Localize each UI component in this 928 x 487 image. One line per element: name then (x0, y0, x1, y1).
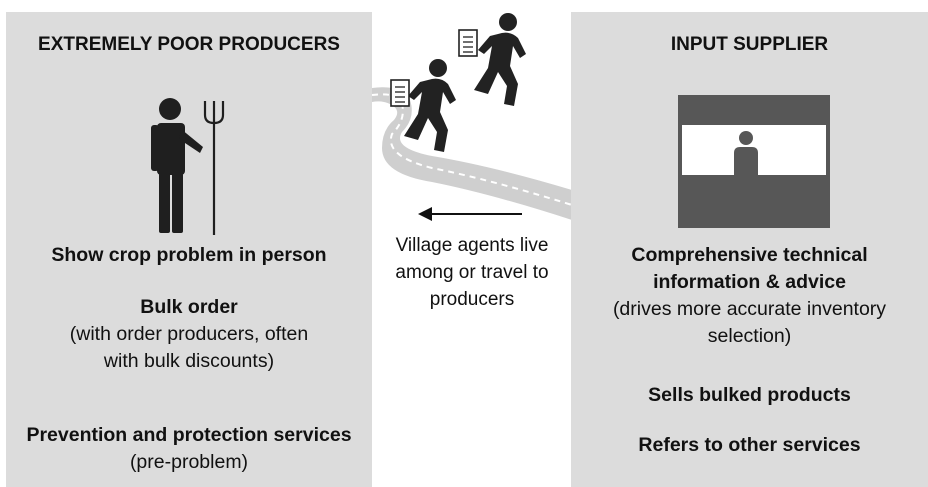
farmer-with-pitchfork-icon (151, 98, 225, 235)
refers-text: Refers to other services (638, 434, 861, 456)
walking-agent-with-clipboard-icon (390, 59, 456, 152)
prevention-bold: Prevention and protection services (26, 424, 352, 446)
technical-advice-desc: (drives more accurate inventory selectio… (612, 298, 887, 347)
input-supplier-panel: INPUT SUPPLIER Comprehensive technical i… (571, 12, 928, 487)
sells-bulked-text: Sells bulked products (648, 384, 851, 406)
bulk-order-title: Bulk order (140, 296, 238, 318)
show-crop-text: Show crop problem in person (51, 244, 327, 266)
supplier-title: INPUT SUPPLIER (670, 34, 829, 55)
producers-title: EXTREMELY POOR PRODUCERS (38, 34, 340, 55)
prevention-rest: (pre-problem) (129, 451, 249, 473)
technical-advice-title: Comprehensive technical information & ad… (631, 244, 868, 293)
prevention-text: Prevention and protection services (pre-… (6, 422, 372, 476)
walking-agent-with-clipboard-icon (458, 13, 526, 106)
road-icon (371, 87, 573, 220)
shop-counter-icon (678, 95, 830, 228)
arrow-left-icon (418, 207, 522, 221)
village-agents-caption: Village agents live among or travel to p… (395, 235, 549, 310)
bulk-order-desc: (with order producers, often with bulk d… (69, 323, 309, 372)
producers-panel: EXTREMELY POOR PRODUCERS Show crop probl… (6, 12, 372, 487)
